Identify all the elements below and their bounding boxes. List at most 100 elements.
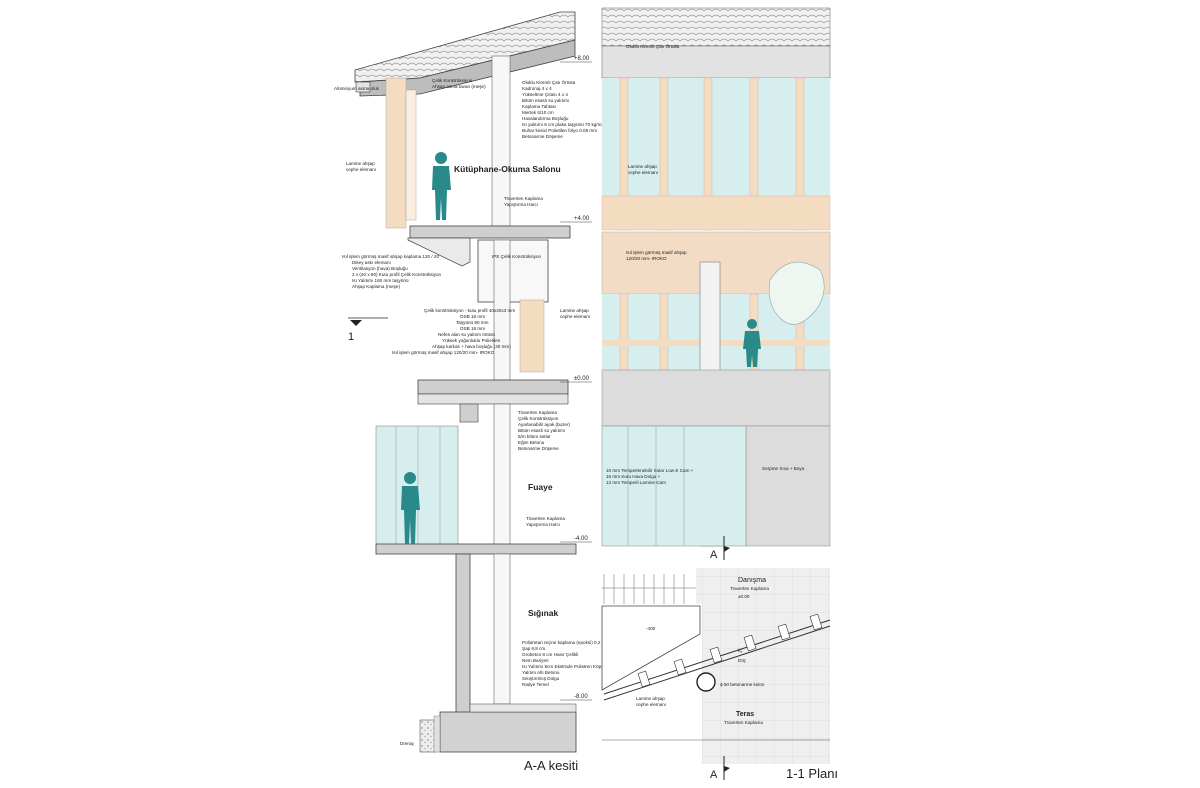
gutter: [355, 81, 371, 93]
elevation-labels: Oluklu Kiremit Çatı Örtüsü Lamine ahşap …: [606, 43, 805, 485]
svg-text:Isı Yalıtımı 8cm Ekstrüde Poli: Isı Yalıtımı 8cm Ekstrüde Polistren Köpü…: [522, 664, 607, 669]
human-figure-lower: [401, 472, 420, 544]
svg-text:Traverten Kaplama: Traverten Kaplama: [730, 586, 769, 591]
svg-text:OSB 18 mm: OSB 18 mm: [460, 314, 485, 319]
svg-text:Yüksek yoğunluklu Polietilen: Yüksek yoğunluklu Polietilen: [442, 338, 501, 343]
svg-text:Şap 6,8 cm.: Şap 6,8 cm.: [522, 646, 547, 651]
svg-text:Yapıştırma Harcı: Yapıştırma Harcı: [504, 202, 538, 207]
plan-facade-line: [603, 613, 831, 701]
svg-text:Çelik Konstrüksiyon: Çelik Konstrüksiyon: [518, 416, 559, 421]
human-figure-elevation: [743, 319, 761, 367]
svg-text:+4.00: +4.00: [574, 216, 590, 222]
svg-text:Serpme Sıva + Boya: Serpme Sıva + Boya: [762, 466, 805, 471]
svg-text:Drenaj: Drenaj: [400, 741, 414, 746]
svg-text:Lamine ahşap: Lamine ahşap: [636, 696, 665, 701]
svg-text:Grobeton 8 cm Hasır Çelikli: Grobeton 8 cm Hasır Çelikli: [522, 652, 578, 657]
column-low: [493, 403, 511, 547]
svg-text:cephe elemanı: cephe elemanı: [560, 314, 590, 319]
svg-text:Traverten Kaplama: Traverten Kaplama: [526, 516, 565, 521]
shelter-wall: [455, 553, 471, 715]
svg-text:ϕ 50 betonarme kolon: ϕ 50 betonarme kolon: [720, 682, 765, 687]
svg-text:-4.00: -4.00: [574, 536, 588, 542]
svg-text:Teras: Teras: [736, 711, 754, 718]
svg-text:cephe elemanı: cephe elemanı: [628, 170, 658, 175]
svg-text:Kaplama Tahtası: Kaplama Tahtası: [522, 104, 556, 109]
svg-text:Nefes alan su yalıtım örtüsü: Nefes alan su yalıtım örtüsü: [438, 332, 495, 337]
plan-slab-edge: [601, 605, 701, 691]
svg-text:16 mm Kuru Hava Dolgu +: 16 mm Kuru Hava Dolgu +: [606, 474, 661, 479]
svg-text:Betonarme Döşeme: Betonarme Döşeme: [522, 134, 563, 139]
svg-text:Taşyünü 80 mm: Taşyünü 80 mm: [456, 320, 489, 325]
svg-text:cephe elemanı: cephe elemanı: [346, 167, 376, 172]
svg-text:Eğim Betonu: Eğim Betonu: [518, 440, 545, 445]
section-labels-center: Çelik Konstrüksiyon Ahşap asma tavan (me…: [392, 78, 590, 355]
plan-marker: A: [710, 769, 718, 781]
level-marks: +8.00 +4.00 ±0.00 -4.00 -8.00: [560, 56, 592, 701]
elevation-marker: A: [710, 549, 718, 561]
plan-stair-lines: [602, 574, 696, 604]
svg-text:2 x (40 x 80) Kutu profil Çeli: 2 x (40 x 80) Kutu profil Çelik Konstrük…: [352, 272, 442, 277]
svg-text:Isıl işlem görmüş masif ahşap: Isıl işlem görmüş masif ahşap kaplama 12…: [342, 254, 439, 259]
svg-text:Havalandırma Boşluğu: Havalandırma Boşluğu: [522, 116, 569, 121]
svg-text:Alüminyum asma oluk: Alüminyum asma oluk: [334, 86, 380, 91]
section-title: A-A kesiti: [524, 758, 578, 773]
svg-text:Traverten Kaplama: Traverten Kaplama: [518, 410, 557, 415]
svg-text:Yalıtım Altı Betonu: Yalıtım Altı Betonu: [522, 670, 560, 675]
svg-text:Isıl işlem görmüş masif ahşap: Isıl işlem görmüş masif ahşap: [626, 250, 687, 255]
svg-text:Isı Yalıtımı 160 mm taşyünü: Isı Yalıtımı 160 mm taşyünü: [352, 278, 409, 283]
svg-text:Nem Bariyeri: Nem Bariyeri: [522, 658, 549, 663]
wood-facade-upper: [385, 77, 407, 229]
section-labels-right: Oluklu Kiremit Çatı Örtüsü Kadronaj 4 x …: [504, 79, 608, 687]
svg-text:Poliüretan reçine kaplama (epo: Poliüretan reçine kaplama (epoksi) 0,2 c…: [522, 640, 608, 645]
svg-text:10 mm Temperlenebilir Solar Lo: 10 mm Temperlenebilir Solar Low E Cam +: [606, 468, 694, 473]
svg-text:±0.00: ±0.00: [574, 376, 590, 382]
svg-text:Ahşap karkas + hava boşluğu (4: Ahşap karkas + hava boşluğu (40 mm): [432, 344, 511, 349]
plan-column: [696, 672, 716, 692]
elevation-foyer-glass: [601, 425, 747, 547]
svg-text:IPE Çelik Konstrüksiyon: IPE Çelik Konstrüksiyon: [492, 254, 541, 259]
svg-text:Yükseltme Çıtası 4 x 4: Yükseltme Çıtası 4 x 4: [522, 92, 568, 97]
svg-text:+8.00: +8.00: [574, 56, 590, 62]
svg-text:cephe elemanı: cephe elemanı: [636, 702, 666, 707]
plan-title: 1-1 Planı: [786, 766, 838, 781]
plan-grid: [696, 568, 830, 764]
room-foyer: Fuaye: [528, 482, 553, 492]
plan-drawing: Danışma Traverten Kaplama ±0.00 -400 İÇ …: [601, 568, 838, 781]
svg-text:Traverten Kaplama: Traverten Kaplama: [504, 196, 543, 201]
svg-text:DIŞ: DIŞ: [738, 658, 746, 663]
section-drawing: 1 +8.00 +4.00 ±0.00 -4.00 -8.00 Kütüphan…: [334, 11, 608, 773]
svg-text:Ventilasyon (hava) Boşluğu: Ventilasyon (hava) Boşluğu: [352, 266, 408, 271]
svg-text:Radye Temel: Radye Temel: [522, 682, 549, 687]
elevation-roof: [601, 7, 831, 47]
svg-text:12 mm Temperli Lamine Cam: 12 mm Temperli Lamine Cam: [606, 480, 666, 485]
slab-plus4: [409, 225, 571, 239]
svg-text:Çelik konstrüksiyon - kutu pro: Çelik konstrüksiyon - kutu profil 40x40x…: [424, 308, 515, 313]
cantilever-box: [407, 237, 471, 267]
elevation-plaster-wall: [601, 369, 831, 427]
svg-text:Yapıştırma Harcı: Yapıştırma Harcı: [526, 522, 560, 527]
svg-text:Dikey askı elemanı: Dikey askı elemanı: [352, 260, 391, 265]
svg-text:120/20 mm- IROKO: 120/20 mm- IROKO: [626, 256, 667, 261]
svg-text:-8.00: -8.00: [574, 694, 588, 700]
svg-text:Kadronaj 4 x 4: Kadronaj 4 x 4: [522, 86, 552, 91]
room-shelter: Sığınak: [528, 608, 559, 618]
elevation-drawing: Oluklu Kiremit Çatı Örtüsü Lamine ahşap …: [601, 7, 831, 561]
svg-text:Betonarme Döşeme: Betonarme Döşeme: [518, 446, 559, 451]
steel-box: [477, 239, 549, 303]
svg-text:Ahşap asma tavan (meşe): Ahşap asma tavan (meşe): [432, 84, 486, 89]
svg-text:Ayarlanabilir ayak (buzer): Ayarlanabilir ayak (buzer): [518, 422, 570, 427]
svg-text:Bitüm esaslı su yalıtımı: Bitüm esaslı su yalıtımı: [522, 98, 569, 103]
svg-text:Lamine ahşap: Lamine ahşap: [346, 161, 375, 166]
tree-silhouette: [768, 261, 825, 325]
svg-text:Sıkıştırılmış Dolgu: Sıkıştırılmış Dolgu: [522, 676, 560, 681]
plan-labels: Danışma Traverten Kaplama ±0.00 -400 İÇ …: [636, 577, 769, 725]
svg-text:Isıl işlem görmüş masif ahşap: Isıl işlem görmüş masif ahşap 120/20 mm-…: [392, 350, 495, 355]
room-library: Kütüphane-Okuma Salonu: [454, 164, 561, 174]
drainage: [419, 719, 437, 753]
svg-text:-400: -400: [646, 626, 656, 631]
svg-text:İÇ: İÇ: [738, 647, 743, 653]
slab-zero: [417, 379, 569, 395]
svg-text:Traverten Kaplama: Traverten Kaplama: [724, 720, 763, 725]
svg-text:Danışma: Danışma: [738, 577, 766, 584]
svg-text:Bitüm esaslı su yalıtımı: Bitüm esaslı su yalıtımı: [518, 428, 565, 433]
